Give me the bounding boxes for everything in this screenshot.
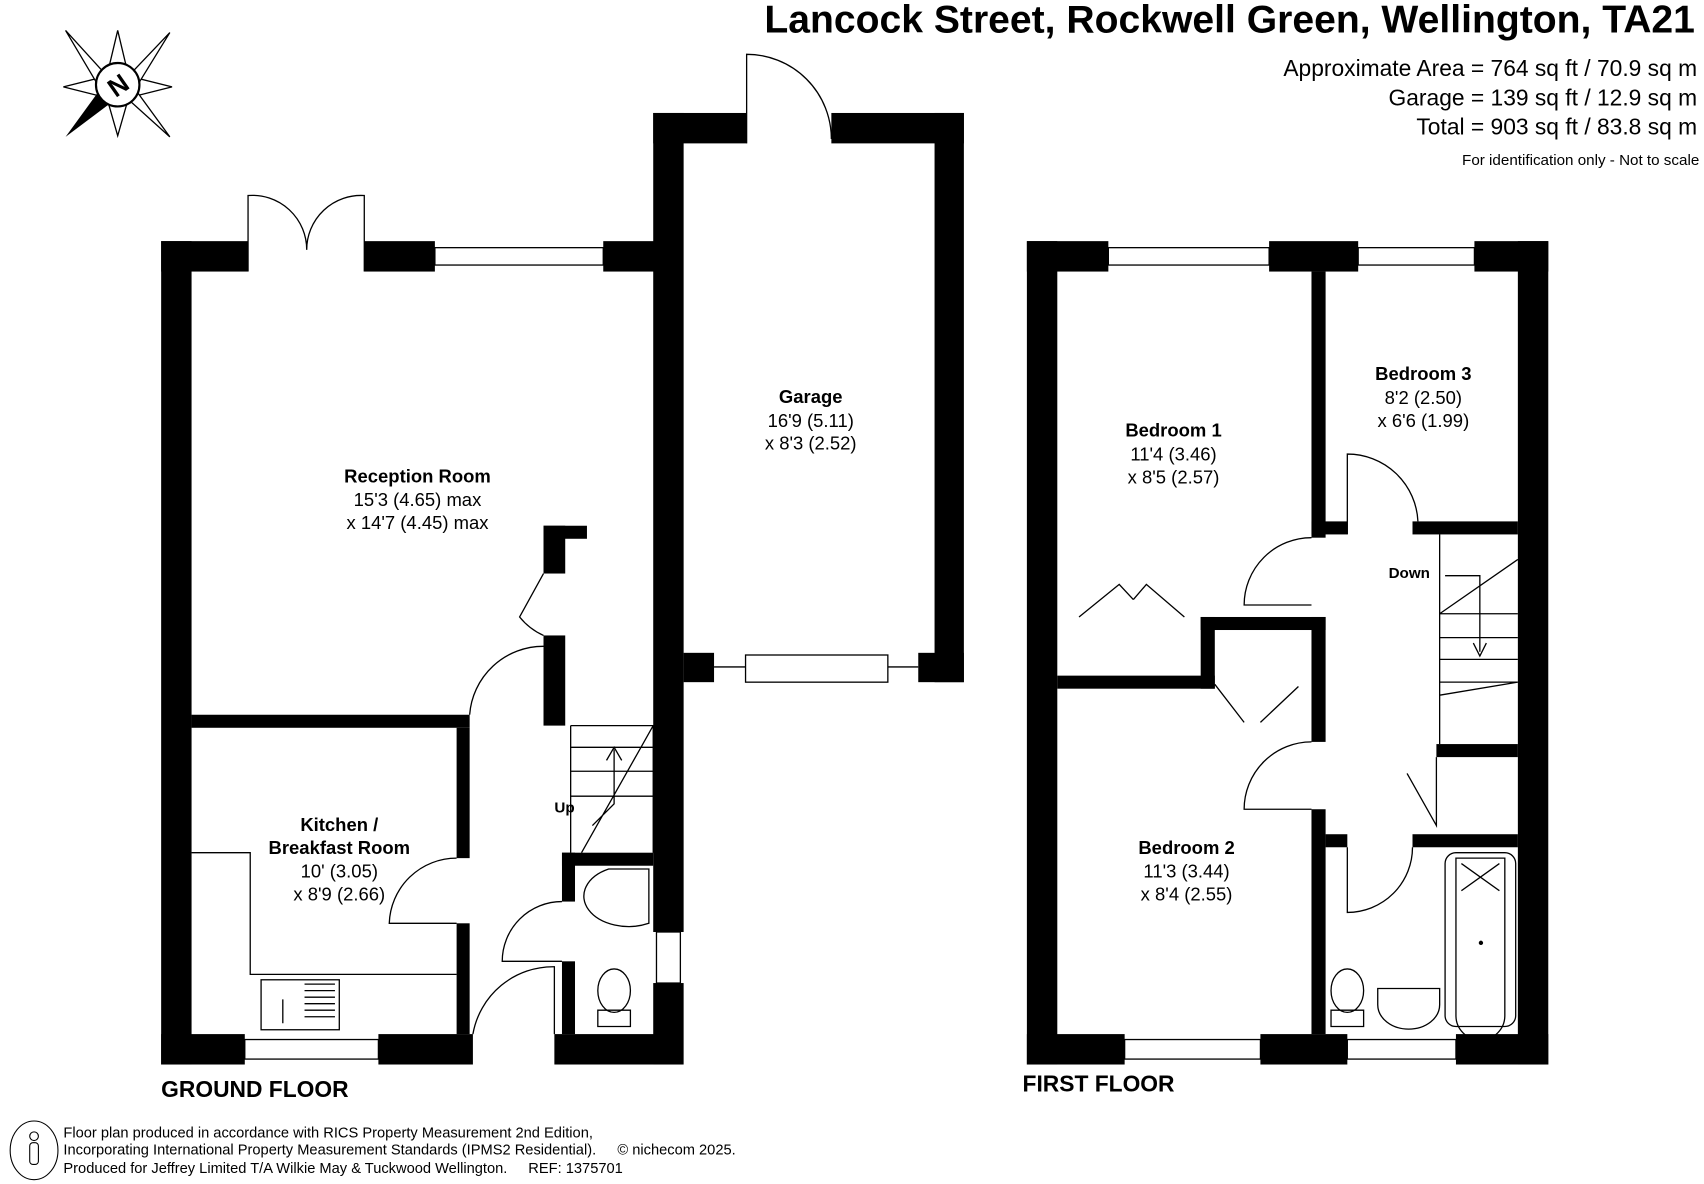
first-floor-label: FIRST FLOOR — [1023, 1071, 1175, 1097]
svg-text:Reception Room: Reception Room — [344, 465, 491, 486]
property-title: Lancock Street, Rockwell Green, Wellingt… — [764, 0, 1695, 42]
svg-text:x 8'3 (2.52): x 8'3 (2.52) — [765, 433, 857, 454]
svg-text:Bedroom 1: Bedroom 1 — [1125, 420, 1221, 441]
room-bedroom-1: Bedroom 1 11'4 (3.46) x 8'5 (2.57) — [1125, 420, 1221, 488]
approximate-area: Approximate Area = 764 sq ft / 70.9 sq m — [1283, 55, 1697, 81]
svg-text:11'3 (3.44): 11'3 (3.44) — [1143, 861, 1229, 882]
svg-text:Breakfast Room: Breakfast Room — [269, 837, 411, 858]
ground-floor-label: GROUND FLOOR — [161, 1076, 348, 1102]
garage-area: Garage = 139 sq ft / 12.9 sq m — [1389, 84, 1698, 110]
svg-text:8'2 (2.50): 8'2 (2.50) — [1385, 387, 1462, 408]
ground-floor-walls — [161, 53, 964, 1065]
svg-text:x 8'4 (2.55): x 8'4 (2.55) — [1141, 883, 1233, 904]
footer-copyright: © nichecom 2025. — [617, 1143, 735, 1159]
room-bedroom-2: Bedroom 2 11'3 (3.44) x 8'4 (2.55) — [1138, 837, 1234, 905]
svg-text:x 6'6 (1.99): x 6'6 (1.99) — [1377, 410, 1469, 431]
svg-text:Bedroom 3: Bedroom 3 — [1375, 363, 1471, 384]
room-kitchen: Kitchen / Breakfast Room 10' (3.05) x 8'… — [269, 814, 411, 905]
room-bedroom-3: Bedroom 3 8'2 (2.50) x 6'6 (1.99) — [1375, 363, 1471, 431]
first-floor-walls — [1026, 241, 1549, 1065]
footer-ref: REF: 1375701 — [528, 1161, 623, 1177]
svg-text:Kitchen /: Kitchen / — [300, 814, 378, 835]
svg-text:x 8'9 (2.66): x 8'9 (2.66) — [293, 883, 385, 904]
svg-text:x 14'7 (4.45) max: x 14'7 (4.45) max — [347, 512, 490, 533]
svg-text:Bedroom 2: Bedroom 2 — [1138, 837, 1234, 858]
room-reception: Reception Room 15'3 (4.65) max x 14'7 (4… — [344, 465, 491, 533]
svg-text:Garage: Garage — [779, 386, 843, 407]
footer-line-3: Produced for Jeffrey Limited T/A Wilkie … — [63, 1161, 507, 1177]
stairs-up-label: Up — [554, 800, 574, 817]
person-icon — [9, 1120, 59, 1181]
room-garage: Garage 16'9 (5.11) x 8'3 (2.52) — [765, 386, 857, 454]
disclaimer: For identification only - Not to scale — [1462, 152, 1699, 169]
svg-text:11'4 (3.46): 11'4 (3.46) — [1130, 444, 1216, 465]
footer-line-2: Incorporating International Property Mea… — [63, 1143, 596, 1159]
stairs-down-label: Down — [1389, 565, 1430, 582]
total-area: Total = 903 sq ft / 83.8 sq m — [1416, 114, 1697, 140]
svg-text:15'3 (4.65) max: 15'3 (4.65) max — [354, 489, 482, 510]
footer-line-1: Floor plan produced in accordance with R… — [63, 1125, 593, 1141]
compass-icon: N — [63, 29, 173, 139]
svg-text:x 8'5 (2.57): x 8'5 (2.57) — [1128, 466, 1220, 487]
svg-text:10' (3.05): 10' (3.05) — [301, 861, 378, 882]
svg-text:16'9 (5.11): 16'9 (5.11) — [768, 410, 854, 431]
